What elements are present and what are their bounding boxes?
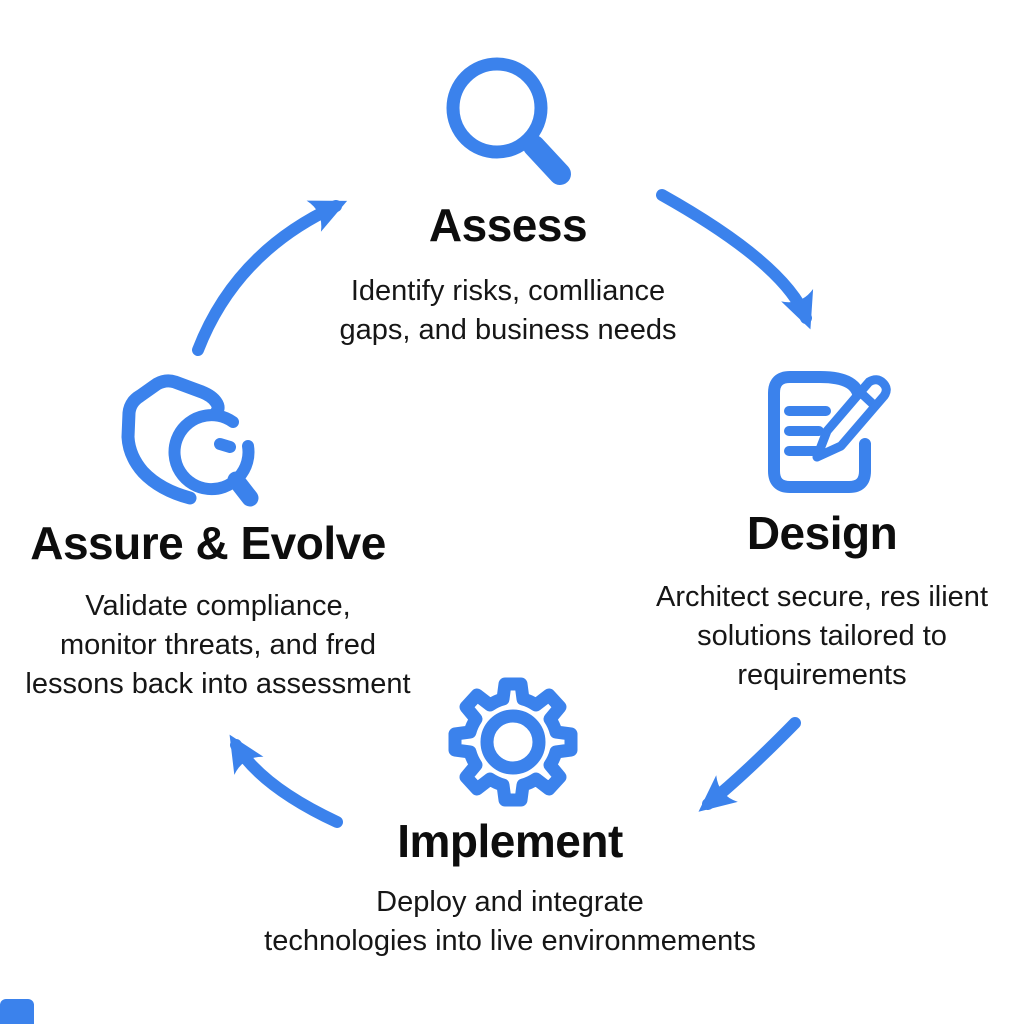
stage-implement-title: Implement	[397, 815, 623, 867]
stage-design-desc-line: solutions tailored to	[697, 620, 947, 652]
arrow-assess-to-design	[656, 189, 814, 330]
stage-design-desc-line: Architect secure, res ilient	[655, 581, 988, 613]
stage-assess-title: Assess	[428, 199, 588, 251]
stage-assure-desc-line: monitor threats, and fred	[60, 629, 376, 661]
stage-assure-description: Validate compliance, monitor threats, an…	[0, 587, 436, 704]
magnifier-icon	[446, 57, 571, 185]
stage-assure-title: Assure & Evolve	[30, 517, 386, 569]
stage-assure-desc-line: Validate compliance,	[85, 590, 351, 622]
gear-icon	[448, 677, 578, 807]
arrow-design-to-implement	[698, 717, 801, 812]
shield-magnifier-icon	[121, 374, 259, 507]
document-pencil-icon	[768, 371, 891, 493]
stage-implement-desc-line: technologies into live environmements	[264, 925, 756, 957]
stage-design-title: Design	[746, 507, 898, 559]
stage-assess-desc-line: Identify risks, comlliance	[350, 275, 666, 307]
stage-assure-desc-line: lessons back into assessment	[25, 668, 411, 700]
stage-assess-description: Identify risks, comlliance gaps, and bus…	[208, 272, 808, 350]
stage-design-description: Architect secure, res ilient solutions t…	[622, 578, 1022, 695]
arrow-implement-to-assure	[229, 734, 343, 828]
stage-assess-desc-line: gaps, and business needs	[339, 314, 677, 346]
stage-implement-desc-line: Deploy and integrate	[376, 886, 644, 918]
stage-implement-description: Deploy and integrate technologies into l…	[210, 883, 810, 961]
arrow-assure-to-assess	[192, 200, 348, 356]
blue-corner-artifact	[0, 999, 34, 1024]
stage-design-desc-line: requirements	[737, 659, 907, 691]
